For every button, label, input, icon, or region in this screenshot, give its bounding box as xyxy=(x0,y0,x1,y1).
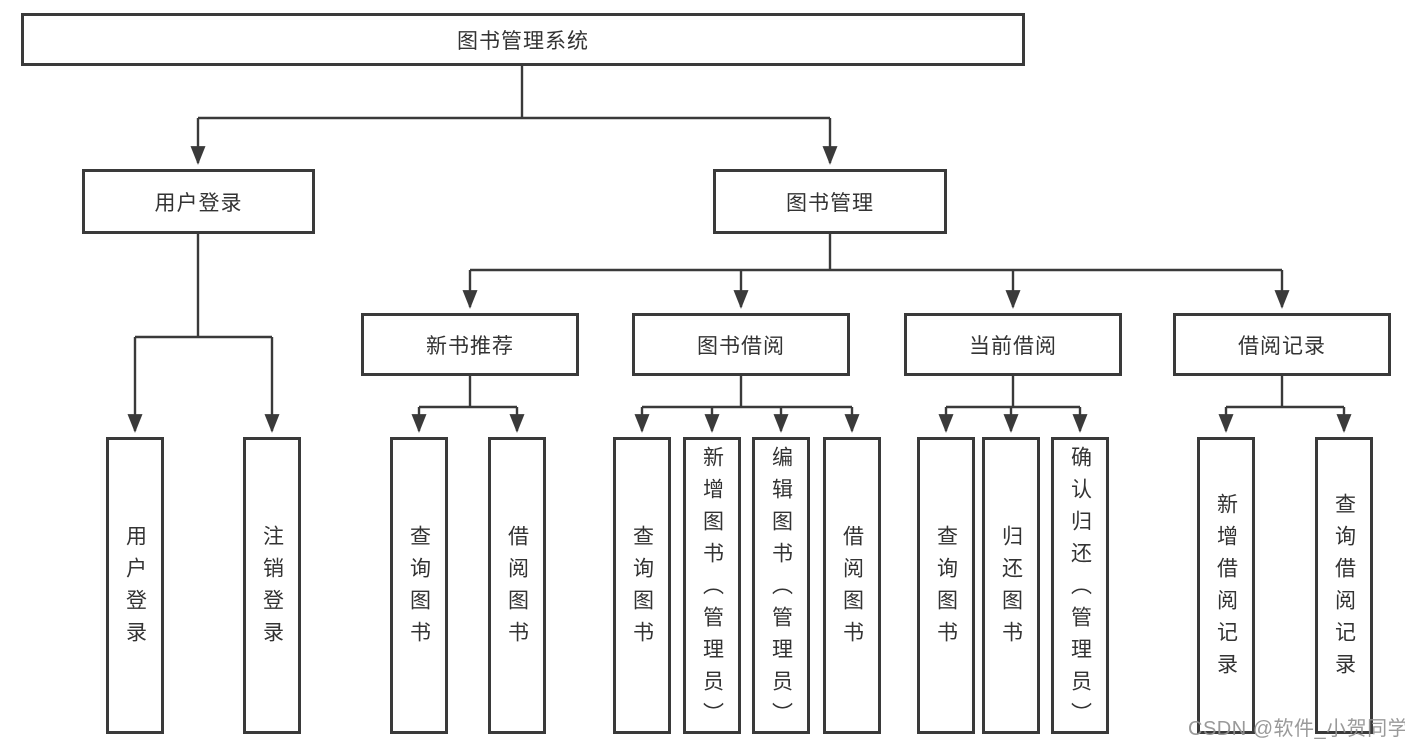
node-user-login: 用户登录 xyxy=(82,169,315,234)
leaf-borrow-books-borrowing: 借阅图书 xyxy=(823,437,881,734)
node-book-management: 图书管理 xyxy=(713,169,947,234)
leaf-query-books-borrowing: 查询图书 xyxy=(613,437,671,734)
leaf-return-book: 归还图书 xyxy=(982,437,1040,734)
node-current-borrowing: 当前借阅 xyxy=(904,313,1122,376)
leaf-edit-book-admin: 编辑图书（管理员） xyxy=(752,437,810,734)
leaf-user-login: 用户登录 xyxy=(106,437,164,734)
leaf-logout: 注销登录 xyxy=(243,437,301,734)
node-book-borrowing: 图书借阅 xyxy=(632,313,850,376)
node-new-book-recommend: 新书推荐 xyxy=(361,313,579,376)
leaf-borrow-books-recommend: 借阅图书 xyxy=(488,437,546,734)
node-library-system: 图书管理系统 xyxy=(21,13,1025,66)
leaf-confirm-return-admin: 确认归还（管理员） xyxy=(1051,437,1109,734)
node-borrowing-records: 借阅记录 xyxy=(1173,313,1391,376)
leaf-add-borrow-record: 新增借阅记录 xyxy=(1197,437,1255,734)
csdn-watermark: CSDN @软件_小贺同学 xyxy=(1188,718,1405,740)
leaf-query-borrow-record: 查询借阅记录 xyxy=(1315,437,1373,734)
leaf-query-books-current: 查询图书 xyxy=(917,437,975,734)
leaf-query-books-recommend: 查询图书 xyxy=(390,437,448,734)
leaf-add-book-admin: 新增图书（管理员） xyxy=(683,437,741,734)
